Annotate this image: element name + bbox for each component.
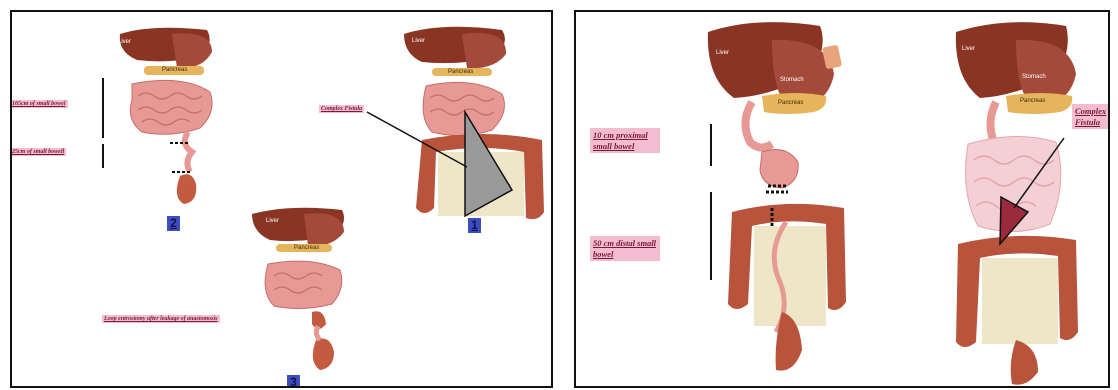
duodenum-shape: [990, 102, 996, 142]
organ-label-pancreas: Pancreas: [778, 100, 803, 106]
organ-label-liver: Liver: [716, 50, 729, 56]
organ-label-pancreas: Pancreas: [294, 245, 319, 251]
stoma-loop: [312, 311, 326, 329]
label-complex-fistula: Complex Fistula: [319, 105, 364, 113]
stoma-end: [313, 339, 334, 371]
label-10cm-proximal: 10 cm proximal small bowel: [590, 128, 660, 153]
organ-label-liver: Liver: [118, 39, 131, 45]
figure-number-1: 1: [468, 218, 481, 233]
figure-number-2: 2: [167, 216, 180, 231]
organ-label-stomach: Stomach: [1022, 74, 1046, 80]
label-loop-entrostomy: Loop entrostomy after leakage of anastom…: [102, 315, 220, 323]
mesentery-area: [754, 226, 826, 326]
label-165cm-small-bowel: 165cm of small bowel: [10, 100, 68, 108]
label-25cm-small-bowel: 25cm of small bowell: [10, 148, 66, 156]
figure-number-3: 3: [287, 375, 300, 388]
descending-loop: [185, 132, 192, 172]
anatomy-figure-2: [120, 28, 212, 204]
small-bowel-shape: [265, 261, 342, 308]
anatomy-figure-1: [367, 27, 544, 219]
label-complex-fistula-right: Complex Fistula: [1072, 104, 1110, 129]
organ-label-liver: Liver: [412, 38, 425, 44]
organ-label-stomach: Stomach: [780, 77, 804, 83]
stoma-end: [177, 174, 196, 204]
organ-label-pancreas: Pancreas: [1020, 98, 1045, 104]
right-panel: Liver Stomach Pancreas Liver Stomach Pan…: [574, 10, 1110, 388]
organ-label-pancreas: Pancreas: [162, 67, 187, 73]
measure-bar-165: [102, 78, 104, 138]
organ-label-pancreas: Pancreas: [448, 69, 473, 75]
anatomy-figure-left: [708, 22, 846, 370]
anatomy-figure-3: [252, 208, 344, 370]
label-50cm-distal: 50 cm distal small bowel: [590, 236, 660, 261]
mesentery-area: [982, 258, 1058, 344]
organ-label-liver: Liver: [962, 46, 975, 52]
measure-bar-distal: [710, 192, 712, 280]
proximal-bowel: [760, 150, 798, 188]
left-panel: Liver Pancreas Liver Pancreas Liver Panc…: [10, 10, 553, 388]
rectum-shape: [1011, 340, 1038, 385]
organ-label-liver: Liver: [266, 218, 279, 224]
measure-bar-25: [102, 144, 104, 168]
right-anatomy-illustrations: [576, 12, 1110, 388]
measure-bar-proximal: [710, 124, 712, 166]
anatomy-figure-right: [956, 22, 1078, 385]
